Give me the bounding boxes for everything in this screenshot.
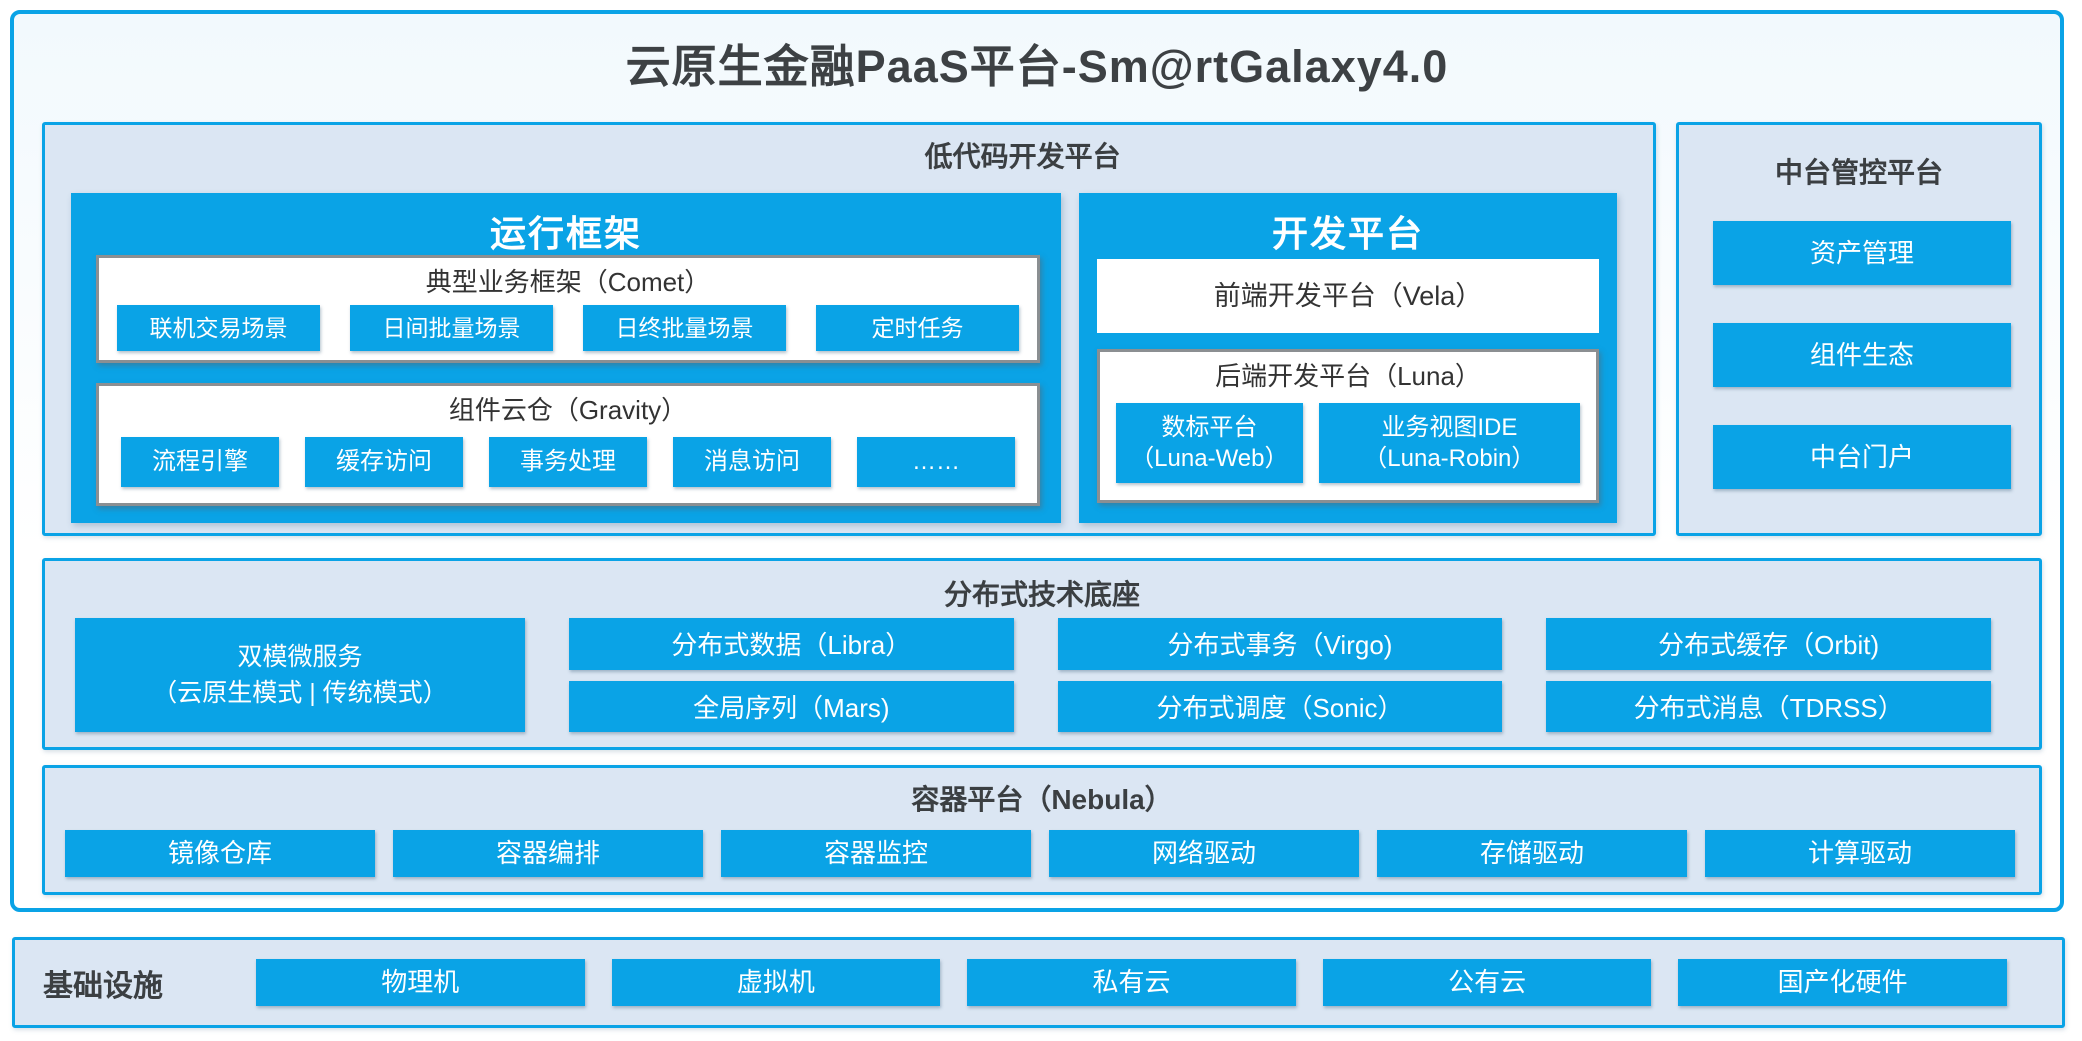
gravity-item-cache-access: 缓存访问 — [305, 437, 463, 487]
page-title: 云原生金融PaaS平台-Sm@rtGalaxy4.0 — [625, 41, 1449, 92]
container-item-compute-driver: 计算驱动 — [1705, 830, 2015, 877]
gravity-item-message-access: 消息访问 — [673, 437, 831, 487]
luna-web-item: 数标平台 （Luna-Web） — [1116, 403, 1303, 483]
infrastructure-title: 基础设施 — [43, 969, 163, 1003]
infra-item-physical-machine: 物理机 — [256, 959, 585, 1006]
container-items-row: 镜像仓库 容器编排 容器监控 网络驱动 存储驱动 计算驱动 — [65, 830, 2015, 877]
runtime-frame-box: 运行框架 典型业务框架（Comet） 联机交易场景 日间批量场景 日终批量场景 … — [71, 193, 1061, 523]
low-code-platform-title: 低代码开发平台 — [924, 141, 1121, 172]
gravity-item-more: …… — [857, 437, 1015, 487]
vela-frontend-box: 前端开发平台（Vela） — [1097, 259, 1599, 333]
luna-robin-item: 业务视图IDE （Luna-Robin） — [1318, 403, 1580, 483]
luna-robin-line2: （Luna-Robin） — [1363, 445, 1536, 472]
main-frame: 云原生金融PaaS平台-Sm@rtGalaxy4.0 低代码开发平台 运行框架 … — [10, 10, 2064, 912]
distributed-grid: 双模微服务 （云原生模式 | 传统模式） 分布式数据（Libra） 分布式事务（… — [75, 618, 1991, 732]
dual-mode-microservice-item: 双模微服务 （云原生模式 | 传统模式） — [75, 618, 525, 732]
luna-web-line2: （Luna-Web） — [1130, 445, 1289, 472]
dev-platform-title: 开发平台 — [1271, 213, 1424, 254]
dist-item-tdrss: 分布式消息（TDRSS） — [1546, 680, 1991, 732]
comet-item-online-trading: 联机交易场景 — [117, 305, 320, 351]
dist-item-libra: 分布式数据（Libra） — [569, 618, 1014, 670]
infra-item-virtual-machine: 虚拟机 — [611, 959, 941, 1006]
mid-platform-section: 中台管控平台 资产管理 组件生态 中台门户 — [1676, 122, 2042, 536]
gravity-item-process-engine: 流程引擎 — [121, 437, 279, 487]
infra-item-private-cloud: 私有云 — [967, 959, 1296, 1006]
gravity-warehouse-box: 组件云仓（Gravity） 流程引擎 缓存访问 事务处理 消息访问 …… — [96, 383, 1040, 506]
distributed-base-title: 分布式技术底座 — [943, 579, 1141, 610]
distributed-base-section: 分布式技术底座 双模微服务 （云原生模式 | 传统模式） 分布式数据（Libra… — [42, 558, 2042, 750]
container-item-monitoring: 容器监控 — [721, 830, 1031, 877]
gravity-title: 组件云仓（Gravity） — [448, 395, 688, 425]
comet-items-row: 联机交易场景 日间批量场景 日终批量场景 定时任务 — [99, 305, 1037, 351]
dev-platform-box: 开发平台 前端开发平台（Vela） 后端开发平台（Luna） 数标平台 （Lun… — [1079, 193, 1617, 523]
luna-robin-line1: 业务视图IDE — [1381, 413, 1518, 441]
container-item-network-driver: 网络驱动 — [1049, 830, 1359, 877]
dist-item-virgo: 分布式事务（Virgo) — [1057, 618, 1503, 670]
infra-item-public-cloud: 公有云 — [1322, 959, 1652, 1006]
dist-item-orbit: 分布式缓存（Orbit) — [1546, 618, 1991, 670]
dual-mode-line1: 双模微服务 — [237, 642, 363, 671]
runtime-frame-title: 运行框架 — [489, 213, 642, 254]
container-item-image-registry: 镜像仓库 — [65, 830, 375, 877]
infra-item-domestic-hardware: 国产化硬件 — [1678, 959, 2007, 1006]
luna-title: 后端开发平台（Luna） — [1215, 361, 1481, 391]
dual-mode-line2: （云原生模式 | 传统模式） — [152, 679, 448, 707]
comet-item-eod-batch: 日终批量场景 — [583, 305, 786, 351]
mid-item-asset-management: 资产管理 — [1713, 221, 2011, 285]
luna-backend-box: 后端开发平台（Luna） 数标平台 （Luna-Web） 业务视图IDE （Lu… — [1097, 349, 1599, 503]
infrastructure-section: 基础设施 物理机 虚拟机 私有云 公有云 国产化硬件 — [12, 937, 2065, 1028]
container-item-storage-driver: 存储驱动 — [1377, 830, 1687, 877]
container-platform-section: 容器平台（Nebula） 镜像仓库 容器编排 容器监控 网络驱动 存储驱动 计算… — [42, 765, 2042, 895]
comet-item-scheduled-task: 定时任务 — [816, 305, 1019, 351]
dist-item-mars: 全局序列（Mars) — [569, 680, 1014, 732]
container-platform-title: 容器平台（Nebula） — [911, 784, 1173, 815]
mid-item-portal: 中台门户 — [1713, 425, 2011, 489]
container-item-orchestration: 容器编排 — [393, 830, 703, 877]
gravity-item-transaction: 事务处理 — [489, 437, 647, 487]
luna-web-line1: 数标平台 — [1161, 413, 1258, 441]
low-code-platform-section: 低代码开发平台 运行框架 典型业务框架（Comet） 联机交易场景 日间批量场景… — [42, 122, 1656, 536]
dist-item-sonic: 分布式调度（Sonic） — [1057, 680, 1503, 732]
comet-item-daytime-batch: 日间批量场景 — [350, 305, 553, 351]
gravity-items-row: 流程引擎 缓存访问 事务处理 消息访问 …… — [99, 437, 1037, 487]
comet-title: 典型业务框架（Comet） — [425, 267, 711, 297]
comet-framework-box: 典型业务框架（Comet） 联机交易场景 日间批量场景 日终批量场景 定时任务 — [96, 255, 1040, 363]
mid-platform-title: 中台管控平台 — [1774, 157, 1943, 188]
luna-items-row: 数标平台 （Luna-Web） 业务视图IDE （Luna-Robin） — [1100, 403, 1596, 483]
mid-item-component-ecosystem: 组件生态 — [1713, 323, 2011, 387]
